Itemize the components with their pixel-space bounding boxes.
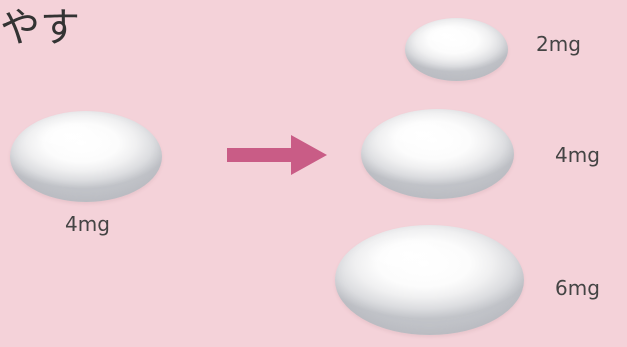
right-arrow-icon — [227, 133, 327, 177]
tablet-current — [10, 111, 162, 202]
tablet-4mg-label: 4mg — [555, 145, 600, 165]
tablet-2mg — [405, 18, 508, 81]
tablet-2mg-label: 2mg — [536, 34, 581, 54]
tablet-4mg — [361, 109, 514, 199]
tablet-6mg-label: 6mg — [555, 278, 600, 298]
tablet-current-label: 4mg — [65, 214, 110, 234]
heading-text: やす — [0, 8, 80, 48]
right-arrow-shape — [227, 135, 327, 175]
tablet-6mg — [335, 225, 524, 335]
